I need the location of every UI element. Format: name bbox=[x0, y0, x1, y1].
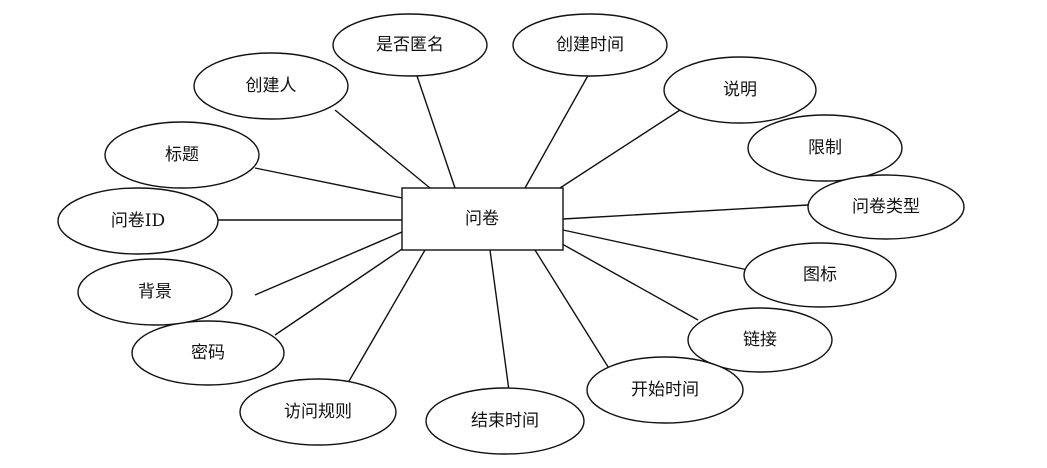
edge-creator bbox=[334, 109, 431, 189]
attr-access-rule: 访问规则 bbox=[239, 378, 397, 446]
attr-icon-label: 图标 bbox=[803, 265, 837, 285]
attr-end-time-ellipse bbox=[425, 387, 585, 455]
attr-creator-label: 创建人 bbox=[246, 76, 297, 96]
attr-start-time-ellipse bbox=[586, 356, 744, 424]
attr-password-label: 密码 bbox=[191, 343, 225, 363]
attr-creator-ellipse bbox=[193, 52, 349, 120]
edge-icon bbox=[562, 229, 749, 271]
attr-access-rule-label: 访问规则 bbox=[284, 402, 352, 422]
attr-survey-id: 问卷ID bbox=[57, 187, 219, 255]
edge-access-rule bbox=[344, 249, 426, 389]
attr-title: 标题 bbox=[104, 121, 260, 189]
attr-anonymous-ellipse bbox=[332, 13, 488, 77]
entity-survey: 问卷 bbox=[401, 187, 564, 251]
attr-link-ellipse bbox=[687, 307, 833, 373]
attr-access-rule-ellipse bbox=[239, 378, 397, 446]
attr-password: 密码 bbox=[131, 320, 285, 386]
edge-background bbox=[254, 231, 403, 296]
edge-title bbox=[254, 167, 413, 201]
attr-background: 背景 bbox=[77, 258, 233, 326]
attr-title-label: 标题 bbox=[165, 145, 199, 165]
attr-limit-label: 限制 bbox=[808, 138, 842, 158]
attr-anonymous-label: 是否匿名 bbox=[376, 35, 444, 55]
edge-password bbox=[274, 244, 409, 336]
connectors bbox=[215, 69, 809, 399]
attr-survey-type-label: 问卷类型 bbox=[852, 197, 920, 217]
attr-description: 说明 bbox=[663, 56, 817, 124]
attr-end-time-label: 结束时间 bbox=[471, 411, 539, 431]
attr-background-ellipse bbox=[77, 258, 233, 326]
attr-created-time: 创建时间 bbox=[512, 13, 668, 77]
attr-survey-type: 问卷类型 bbox=[807, 174, 965, 240]
edge-anonymous bbox=[414, 69, 456, 189]
attr-limit: 限制 bbox=[747, 114, 903, 182]
attr-description-ellipse bbox=[663, 56, 817, 124]
attr-background-label: 背景 bbox=[138, 282, 172, 302]
attr-limit-ellipse bbox=[747, 114, 903, 182]
attr-description-label: 说明 bbox=[723, 80, 757, 100]
attr-survey-id-label: 问卷ID bbox=[111, 211, 165, 231]
attr-link-label: 链接 bbox=[743, 330, 777, 350]
edge-survey-type bbox=[562, 204, 809, 220]
edge-created-time bbox=[524, 71, 591, 189]
edge-start-time bbox=[534, 249, 611, 371]
attr-survey-id-ellipse bbox=[57, 187, 219, 255]
attr-start-time: 开始时间 bbox=[586, 356, 744, 424]
attr-survey-type-ellipse bbox=[807, 174, 965, 240]
edge-description bbox=[559, 109, 681, 189]
attr-title-ellipse bbox=[104, 121, 260, 189]
attr-icon: 图标 bbox=[743, 242, 897, 308]
edge-link bbox=[554, 239, 699, 321]
attr-created-time-ellipse bbox=[512, 13, 668, 77]
attr-end-time: 结束时间 bbox=[425, 387, 585, 455]
attr-link: 链接 bbox=[687, 307, 833, 373]
attr-anonymous: 是否匿名 bbox=[332, 13, 488, 77]
attr-password-ellipse bbox=[131, 320, 285, 386]
entity-label: 问卷 bbox=[465, 209, 499, 229]
attr-created-time-label: 创建时间 bbox=[556, 35, 624, 55]
attr-creator: 创建人 bbox=[193, 52, 349, 120]
edge-end-time bbox=[489, 249, 511, 399]
attr-icon-ellipse bbox=[743, 242, 897, 308]
attr-start-time-label: 开始时间 bbox=[631, 380, 699, 400]
entity-box bbox=[401, 187, 564, 251]
